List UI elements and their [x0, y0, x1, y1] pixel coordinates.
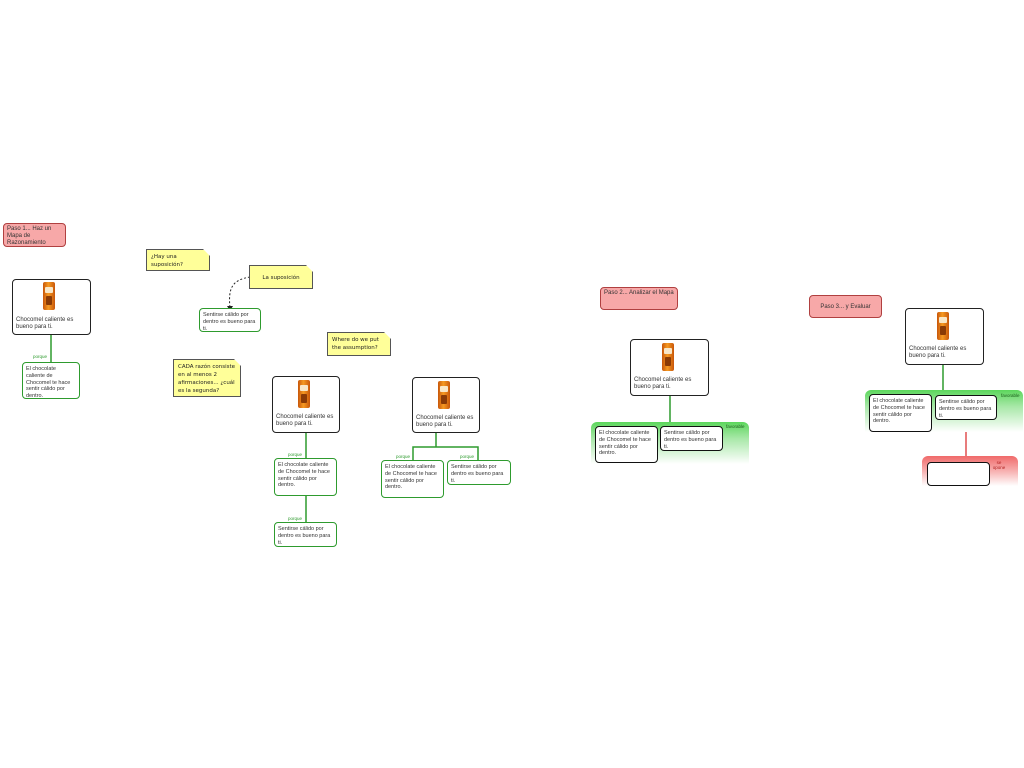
note-text: La suposición: [262, 275, 300, 281]
assumption-question-note[interactable]: ¿Hay una suposición?: [146, 249, 210, 271]
chocomel-can-icon: [43, 282, 55, 310]
claim-node-1[interactable]: Chocomel caliente es bueno para ti.: [12, 279, 91, 335]
note-text: ¿Hay una suposición?: [151, 254, 183, 268]
step-1-label: Paso 1... Haz un Mapa de Razonamiento: [7, 226, 52, 246]
chocomel-can-icon: [298, 380, 310, 408]
assumption-note[interactable]: La suposición: [249, 265, 313, 289]
reason-text: El chocolate caliente de Chocomel te hac…: [599, 430, 651, 457]
claim-text: Chocomel caliente es bueno para ti.: [16, 317, 74, 330]
opposing-label: se opone: [992, 460, 1006, 470]
favorable-label: favorable: [1001, 393, 1020, 398]
because-label: porque: [460, 454, 475, 459]
step-1-box[interactable]: Paso 1... Haz un Mapa de Razonamiento: [3, 223, 66, 247]
reason-node-4[interactable]: El chocolate caliente de Chocomel te hac…: [381, 460, 444, 498]
claim-node-4[interactable]: Chocomel caliente es bueno para ti.: [630, 339, 709, 396]
favorable-label: favorable: [726, 424, 745, 429]
reason-text: Sentirse cálido por dentro es bueno para…: [278, 526, 331, 546]
claim-text: Chocomel caliente es bueno para ti.: [909, 346, 967, 359]
reason-node-8[interactable]: El chocolate caliente de Chocomel te hac…: [869, 394, 932, 432]
step-2-label: Paso 2... Analizar el Mapa: [604, 290, 674, 296]
claim-text: Chocomel caliente es bueno para ti.: [276, 414, 334, 427]
chocomel-can-icon: [438, 381, 450, 409]
reason-node-3[interactable]: Sentirse cálido por dentro es bueno para…: [274, 522, 337, 547]
chocomel-can-icon: [937, 312, 949, 340]
because-label: porque: [288, 516, 303, 521]
where-question-note[interactable]: Where do we put the assumption?: [327, 332, 391, 356]
because-label: porque: [33, 354, 48, 359]
reason-text: Sentirse cálido por dentro es bueno para…: [451, 464, 504, 484]
because-label: porque: [396, 454, 411, 459]
claim-node-2[interactable]: Chocomel caliente es bueno para ti.: [272, 376, 340, 433]
reason-node-2[interactable]: El chocolate caliente de Chocomel te hac…: [274, 458, 337, 496]
reason-text: Sentirse cálido por dentro es bueno para…: [664, 430, 717, 450]
note-text: CADA razón consiste en al menos 2 afirma…: [178, 364, 236, 394]
reason-node-1[interactable]: El chocolate caliente de Chocomel te hac…: [22, 362, 80, 399]
reason-text: Sentirse cálido por dentro es bueno para…: [939, 399, 992, 419]
reason-text: El chocolate caliente de Chocomel te hac…: [26, 366, 71, 400]
chocomel-can-icon: [662, 343, 674, 371]
claim-text: Chocomel caliente es bueno para ti.: [416, 415, 474, 428]
reason-text: El chocolate caliente de Chocomel te hac…: [278, 462, 330, 489]
step-3-label: Paso 3... y Evaluar: [820, 304, 871, 310]
reason-text: Sentirse cálido por dentro es bueno para…: [203, 312, 256, 332]
reason-node-7[interactable]: Sentirse cálido por dentro es bueno para…: [660, 426, 723, 451]
step-3-box[interactable]: Paso 3... y Evaluar: [809, 295, 882, 318]
claim-text: Chocomel caliente es bueno para ti.: [634, 377, 692, 390]
assumption-node[interactable]: Sentirse cálido por dentro es bueno para…: [199, 308, 261, 332]
reason-node-5[interactable]: Sentirse cálido por dentro es bueno para…: [447, 460, 511, 485]
step-2-box[interactable]: Paso 2... Analizar el Mapa: [600, 287, 678, 310]
reason-question-note[interactable]: CADA razón consiste en al menos 2 afirma…: [173, 359, 241, 397]
claim-node-3[interactable]: Chocomel caliente es bueno para ti.: [412, 377, 480, 433]
claim-node-5[interactable]: Chocomel caliente es bueno para ti.: [905, 308, 984, 365]
reason-text: El chocolate caliente de Chocomel te hac…: [873, 398, 925, 425]
note-text: Where do we put the assumption?: [332, 337, 379, 351]
reason-text: El chocolate caliente de Chocomel te hac…: [385, 464, 437, 491]
objection-node-empty[interactable]: [927, 462, 990, 486]
because-label: porque: [288, 452, 303, 457]
reason-node-6[interactable]: El chocolate caliente de Chocomel te hac…: [595, 426, 658, 463]
reason-node-9[interactable]: Sentirse cálido por dentro es bueno para…: [935, 395, 997, 420]
